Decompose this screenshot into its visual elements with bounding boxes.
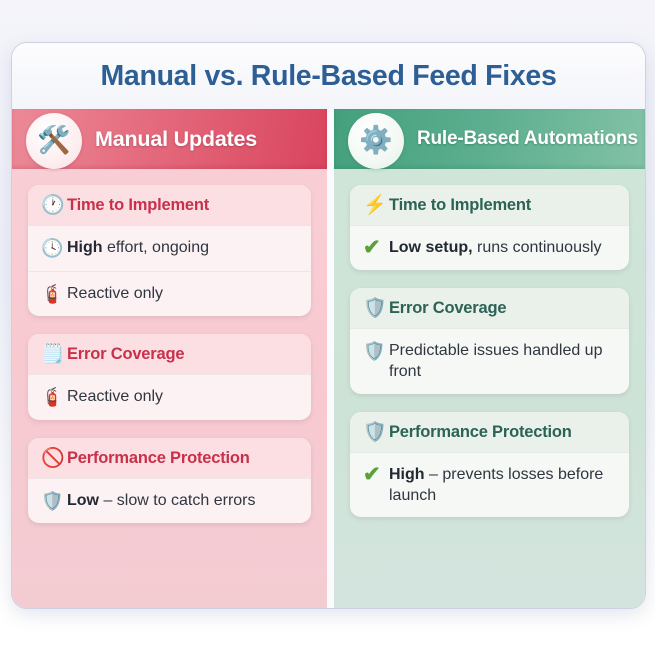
section-error-coverage-rule-based: 🛡️ Error Coverage 🛡️ Predictable issues … <box>350 288 629 394</box>
section-heading-row: 🗒️ Error Coverage <box>28 334 311 374</box>
column-header-rule-based: ⚙️ Rule-Based Automations <box>334 109 645 169</box>
comparison-card: Manual vs. Rule-Based Feed Fixes 🛠️ Manu… <box>11 42 646 609</box>
list-item-text: High – prevents losses before launch <box>389 464 617 507</box>
section-heading-label: Error Coverage <box>67 345 185 363</box>
list-item: 🛡️ Low – slow to catch errors <box>28 477 311 524</box>
prohibited-icon: 🚫 <box>41 447 65 469</box>
shield-icon: 🛡️ <box>363 341 386 362</box>
shield-check-icon: 🛡️ <box>363 298 387 320</box>
list-item-rest: effort, ongoing <box>102 239 209 256</box>
clock-icon: 🕓 <box>41 238 64 258</box>
column-header-label-rule-based: Rule-Based Automations <box>417 128 638 149</box>
section-heading-row: 🕐 Time to Implement <box>28 185 311 225</box>
list-item-rest: Reactive only <box>67 388 164 405</box>
page-title: Manual vs. Rule-Based Feed Fixes <box>100 59 557 92</box>
list-item-rest: – slow to catch errors <box>99 491 256 509</box>
column-header-label-manual: Manual Updates <box>95 126 258 151</box>
section-heading-label: Performance Protection <box>389 422 572 441</box>
lightning-bolt-icon: ⚡ <box>363 195 387 216</box>
columns-container: 🛠️ Manual Updates 🕐 Time to Implement 🕓 … <box>12 109 645 608</box>
section-error-coverage-manual: 🗒️ Error Coverage 🧯 Reactive only <box>28 334 311 420</box>
sections-rule-based: ⚡ Time to Implement ✔ Low setup, runs co… <box>334 169 645 608</box>
list-item-text: Low setup, runs continuously <box>389 237 602 258</box>
clock-icon: 🕐 <box>41 195 65 216</box>
section-heading-label: Error Coverage <box>389 299 507 318</box>
fire-extinguisher-icon: 🧯 <box>41 387 64 407</box>
list-item: 🕓 High effort, ongoing <box>28 225 311 271</box>
hammer-and-wrench-icon: 🛠️ <box>26 112 82 169</box>
list-item-text: High effort, ongoing <box>67 237 209 258</box>
column-header-manual: 🛠️ Manual Updates <box>12 109 327 169</box>
list-item-emphasis: High <box>389 465 425 483</box>
section-time-to-implement-manual: 🕐 Time to Implement 🕓 High effort, ongoi… <box>28 185 311 316</box>
list-item: ✔ High – prevents losses before launch <box>350 451 629 518</box>
title-bar: Manual vs. Rule-Based Feed Fixes <box>12 43 645 109</box>
list-item-emphasis: High <box>67 239 103 256</box>
section-heading-row: 🚫 Performance Protection <box>28 437 311 478</box>
fire-extinguisher-icon: 🧯 <box>41 283 64 304</box>
list-item-rest: – prevents losses before launch <box>389 465 604 504</box>
section-heading-label: Performance Protection <box>67 448 250 467</box>
shield-check-icon: 🛡️ <box>363 421 387 443</box>
green-check-icon: ✔ <box>363 462 381 486</box>
list-item: 🛡️ Predictable issues handled up front <box>350 328 629 394</box>
list-item-emphasis: Low <box>67 491 99 509</box>
section-heading-label: Time to Implement <box>389 196 532 214</box>
section-heading-row: ⚡ Time to Implement <box>350 185 629 225</box>
section-performance-protection-rule-based: 🛡️ Performance Protection ✔ High – preve… <box>350 411 629 518</box>
section-heading-row: 🛡️ Performance Protection <box>350 411 629 452</box>
column-manual: 🛠️ Manual Updates 🕐 Time to Implement 🕓 … <box>12 109 327 608</box>
gears-icon: ⚙️ <box>348 112 404 169</box>
section-heading-row: 🛡️ Error Coverage <box>350 288 629 329</box>
sections-manual: 🕐 Time to Implement 🕓 High effort, ongoi… <box>12 169 327 608</box>
green-check-icon: ✔ <box>363 236 381 259</box>
list-item: ✔ Low setup, runs continuously <box>350 225 629 270</box>
clipboard-icon: 🗒️ <box>41 344 65 365</box>
shield-icon: 🛡️ <box>41 490 64 511</box>
list-item-rest: runs continuously <box>472 239 602 256</box>
list-item-text: Reactive only <box>67 283 163 304</box>
list-item-emphasis: Low setup, <box>389 239 473 256</box>
list-item: 🧯 Reactive only <box>28 374 311 420</box>
list-item-text: Reactive only <box>67 386 163 407</box>
list-item-text: Predictable issues handled up front <box>389 340 617 383</box>
list-item: 🧯 Reactive only <box>28 270 311 317</box>
column-divider <box>327 109 334 608</box>
section-time-to-implement-rule-based: ⚡ Time to Implement ✔ Low setup, runs co… <box>350 185 629 271</box>
list-item-text: Low – slow to catch errors <box>67 490 256 511</box>
list-item-rest: Reactive only <box>67 284 164 302</box>
list-item-rest: Predictable issues handled up front <box>389 342 603 381</box>
column-rule-based: ⚙️ Rule-Based Automations ⚡ Time to Impl… <box>334 109 645 608</box>
section-performance-protection-manual: 🚫 Performance Protection 🛡️ Low – slow t… <box>28 437 311 524</box>
section-heading-label: Time to Implement <box>67 196 210 214</box>
